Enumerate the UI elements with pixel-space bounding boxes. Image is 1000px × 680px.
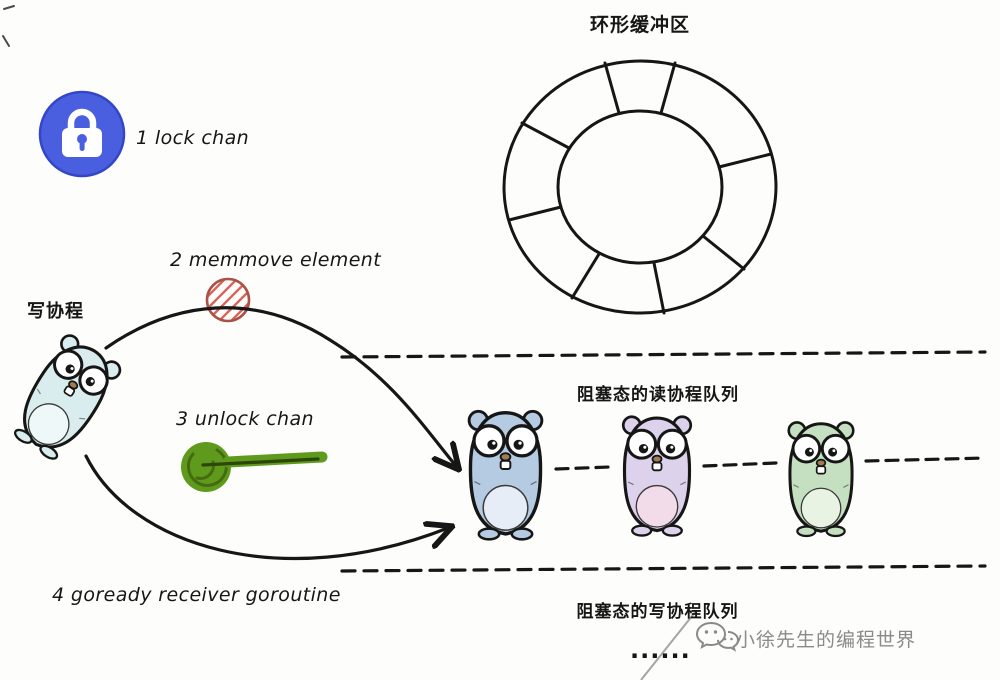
step3-unlock-chan-label: 3 unlock chan bbox=[176, 408, 314, 430]
ring-buffer-title: 环形缓冲区 bbox=[589, 14, 690, 36]
write-queue-label: 阻塞态的写协程队列 bbox=[576, 602, 739, 622]
arrow-bottom bbox=[84, 454, 448, 561]
reader-gopher-blue bbox=[467, 409, 544, 541]
wechat-icon-eyes bbox=[704, 630, 733, 641]
step2-memmove-label: 2 memmove element bbox=[170, 249, 382, 271]
step4-goready-label: 4 goready receiver goroutine bbox=[52, 584, 341, 606]
more-items-ellipsis: ...... bbox=[630, 636, 691, 664]
reader-gopher-green bbox=[787, 421, 855, 538]
dashed-queue-line bbox=[554, 456, 987, 471]
writer-gopher bbox=[14, 334, 122, 460]
ring-buffer-illustration bbox=[502, 59, 778, 315]
writer-goroutine-label: 写协程 bbox=[27, 301, 84, 322]
arrow-top bbox=[104, 306, 456, 466]
dashed-divider-bottom bbox=[340, 564, 987, 573]
corner-marks bbox=[2, 5, 15, 47]
key-icon bbox=[181, 442, 328, 492]
lock-icon bbox=[38, 90, 126, 178]
step1-lock-chan-label: 1 lock chan bbox=[136, 127, 250, 149]
dashed-divider-top bbox=[340, 350, 987, 359]
watermark-slash bbox=[640, 610, 697, 680]
reader-gopher-purple bbox=[621, 415, 693, 537]
flow-arrows bbox=[84, 306, 456, 561]
watermark-graphic bbox=[640, 610, 740, 680]
wechat-icon bbox=[695, 621, 740, 652]
watermark-text: 小徐先生的编程世界 bbox=[736, 629, 917, 651]
read-queue-label: 阻塞态的读协程队列 bbox=[577, 385, 739, 405]
